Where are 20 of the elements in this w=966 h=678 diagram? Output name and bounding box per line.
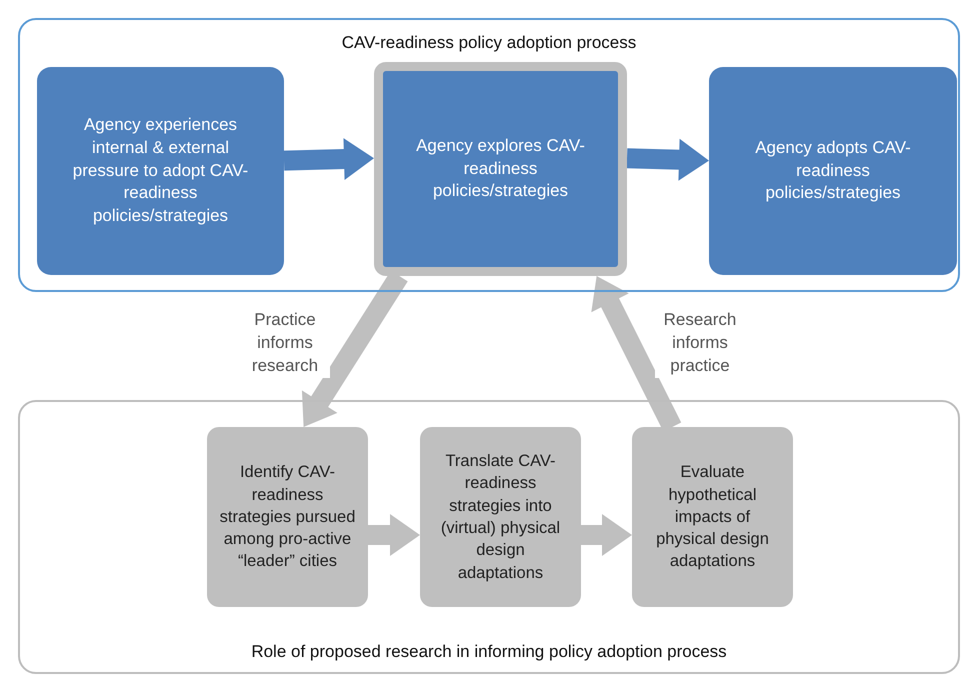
arrow (284, 138, 374, 180)
arrow (581, 514, 632, 556)
arrow (626, 138, 709, 181)
process-box (709, 67, 957, 275)
process-box (37, 67, 284, 275)
group-title: CAV-readiness policy adoption process (342, 32, 636, 54)
process-box (374, 62, 627, 276)
box-text: Agency explores CAV-readiness policies/strategies (415, 134, 586, 202)
arrow (368, 514, 420, 556)
box-text: Evaluate hypothetical impacts of physical design adaptations (655, 462, 770, 572)
box-text: Translate CAV-readiness strategies into (virtual) physical design adaptations (440, 451, 562, 584)
box-text: Agency adopts CAV-readiness policies/strategies (754, 136, 912, 204)
box-text: Identify CAV-readiness strategies pursued among pro-active “leader” cities (219, 462, 356, 572)
process-group (18, 18, 960, 292)
group-title: Role of proposed research in informing policy adoption process (251, 641, 727, 664)
research-group (18, 400, 960, 674)
box-text: Agency experiences internal & external pressure to adopt CAV-readiness policies/strategies (72, 114, 250, 228)
research-step-box (207, 427, 368, 607)
research-step-box (632, 427, 793, 607)
research-step-box (420, 427, 581, 607)
